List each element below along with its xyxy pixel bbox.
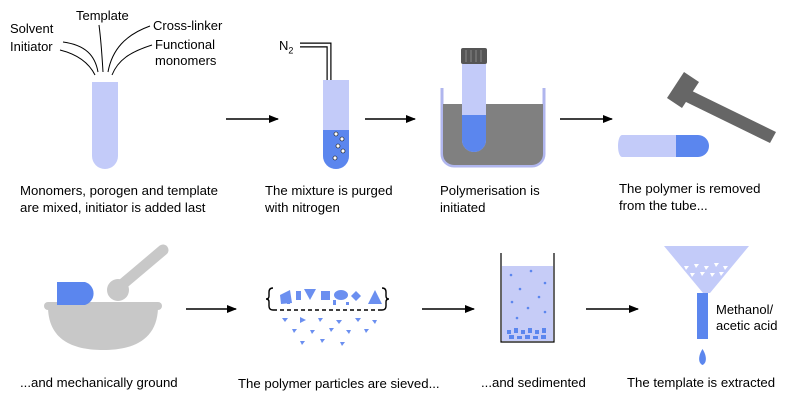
label-extraction-solvent-line2: acetic acid bbox=[716, 318, 778, 333]
caption-step-6: The polymer particles are sieved... bbox=[238, 375, 440, 392]
caption-step-1-line2: are mixed, initiator is added last bbox=[20, 200, 206, 215]
label-initiator: Initiator bbox=[10, 39, 53, 54]
label-extraction-solvent-line1: Methanol/ bbox=[716, 302, 774, 317]
sedimentation-beaker bbox=[500, 253, 555, 343]
sieved-particles-large bbox=[280, 289, 382, 305]
test-tube-mixing bbox=[92, 82, 118, 169]
caption-step-8: The template is extracted bbox=[627, 374, 775, 391]
label-cross-linker: Cross-linker bbox=[153, 18, 223, 33]
nitrogen-symbol: N bbox=[279, 38, 289, 53]
caption-step-4-line1: The polymer is removed bbox=[619, 181, 761, 196]
caption-step-2: The mixture is purged with nitrogen bbox=[265, 182, 393, 216]
caption-step-4-line2: from the tube... bbox=[619, 198, 708, 213]
caption-step-2-line2: with nitrogen bbox=[265, 200, 340, 215]
sealed-tube bbox=[461, 48, 487, 152]
test-tube-purge bbox=[323, 80, 349, 169]
nitrogen-bubbles bbox=[332, 131, 346, 161]
caption-step-1-line1: Monomers, porogen and template bbox=[20, 183, 218, 198]
caption-step-7: ...and sedimented bbox=[481, 374, 586, 391]
caption-step-8-line1: The template is extracted bbox=[627, 375, 776, 390]
extraction-funnel bbox=[664, 246, 749, 365]
water-bath bbox=[440, 88, 546, 168]
funnel-particles bbox=[684, 263, 728, 277]
caption-step-1: Monomers, porogen and template are mixed… bbox=[20, 182, 218, 216]
ingredient-pour-lines bbox=[59, 24, 153, 76]
caption-step-6-line1: The polymer particles are sieved... bbox=[238, 376, 440, 391]
suspended-particles bbox=[509, 269, 547, 320]
caption-step-5: ...and mechanically ground bbox=[20, 374, 178, 391]
label-extraction-solvent: Methanol/ acetic acid bbox=[716, 302, 777, 334]
process-arrows bbox=[186, 115, 639, 313]
caption-step-3: Polymerisation is initiated bbox=[440, 182, 540, 216]
removed-polymer-rod bbox=[618, 135, 709, 157]
label-template: Template bbox=[76, 8, 129, 23]
sieved-particles-small bbox=[282, 317, 377, 346]
caption-step-4: The polymer is removed from the tube... bbox=[619, 180, 760, 214]
label-solvent: Solvent bbox=[10, 21, 54, 36]
nitrogen-subscript: 2 bbox=[288, 45, 294, 56]
caption-step-7-line1: ...and sedimented bbox=[481, 375, 586, 390]
label-functional-monomers-line2: monomers bbox=[155, 53, 217, 68]
label-functional-monomers-line1: Functional bbox=[155, 37, 215, 52]
caption-step-3-line2: initiated bbox=[440, 200, 486, 215]
caption-step-5-line1: ...and mechanically ground bbox=[20, 375, 178, 390]
label-nitrogen: N2 bbox=[279, 38, 293, 59]
sediment-layer bbox=[507, 328, 546, 339]
caption-step-2-line1: The mixture is purged bbox=[265, 183, 393, 198]
caption-step-3-line1: Polymerisation is bbox=[440, 183, 540, 198]
label-functional-monomers: Functional monomers bbox=[155, 37, 216, 69]
sieve bbox=[265, 287, 390, 311]
hammer bbox=[667, 72, 776, 143]
mortar-and-pestle bbox=[44, 244, 169, 350]
